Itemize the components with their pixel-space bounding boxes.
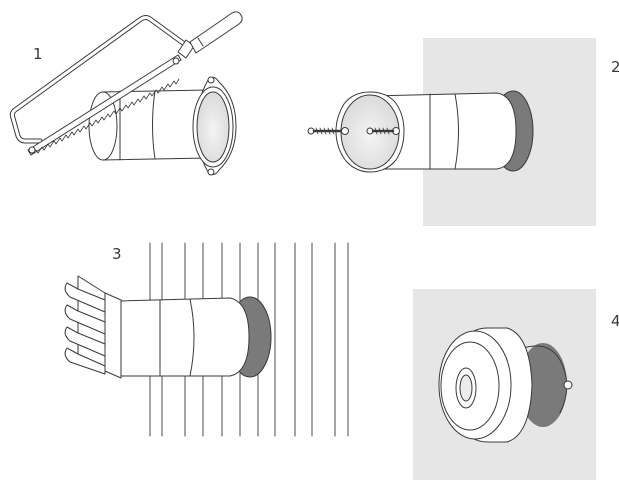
step3-tube <box>119 297 250 377</box>
step-number-2: 2 <box>611 58 619 76</box>
step4-grille <box>438 327 533 443</box>
screw-left-icon <box>307 127 342 135</box>
step2-tube <box>335 91 517 173</box>
step3-louvre-vent <box>64 275 122 379</box>
step4-screw-icon <box>563 380 573 390</box>
screw-right-icon <box>366 127 395 135</box>
hacksaw <box>9 11 243 156</box>
step-1-illustration <box>9 11 243 176</box>
step-number-1: 1 <box>33 45 43 63</box>
step-3-illustration <box>64 242 349 437</box>
step-2-illustration <box>307 38 596 226</box>
step-number-4: 4 <box>611 312 619 330</box>
step4-wall-hole <box>519 343 567 427</box>
step-4-illustration <box>413 289 596 480</box>
step-number-3: 3 <box>112 245 122 263</box>
step1-tube <box>88 76 237 176</box>
